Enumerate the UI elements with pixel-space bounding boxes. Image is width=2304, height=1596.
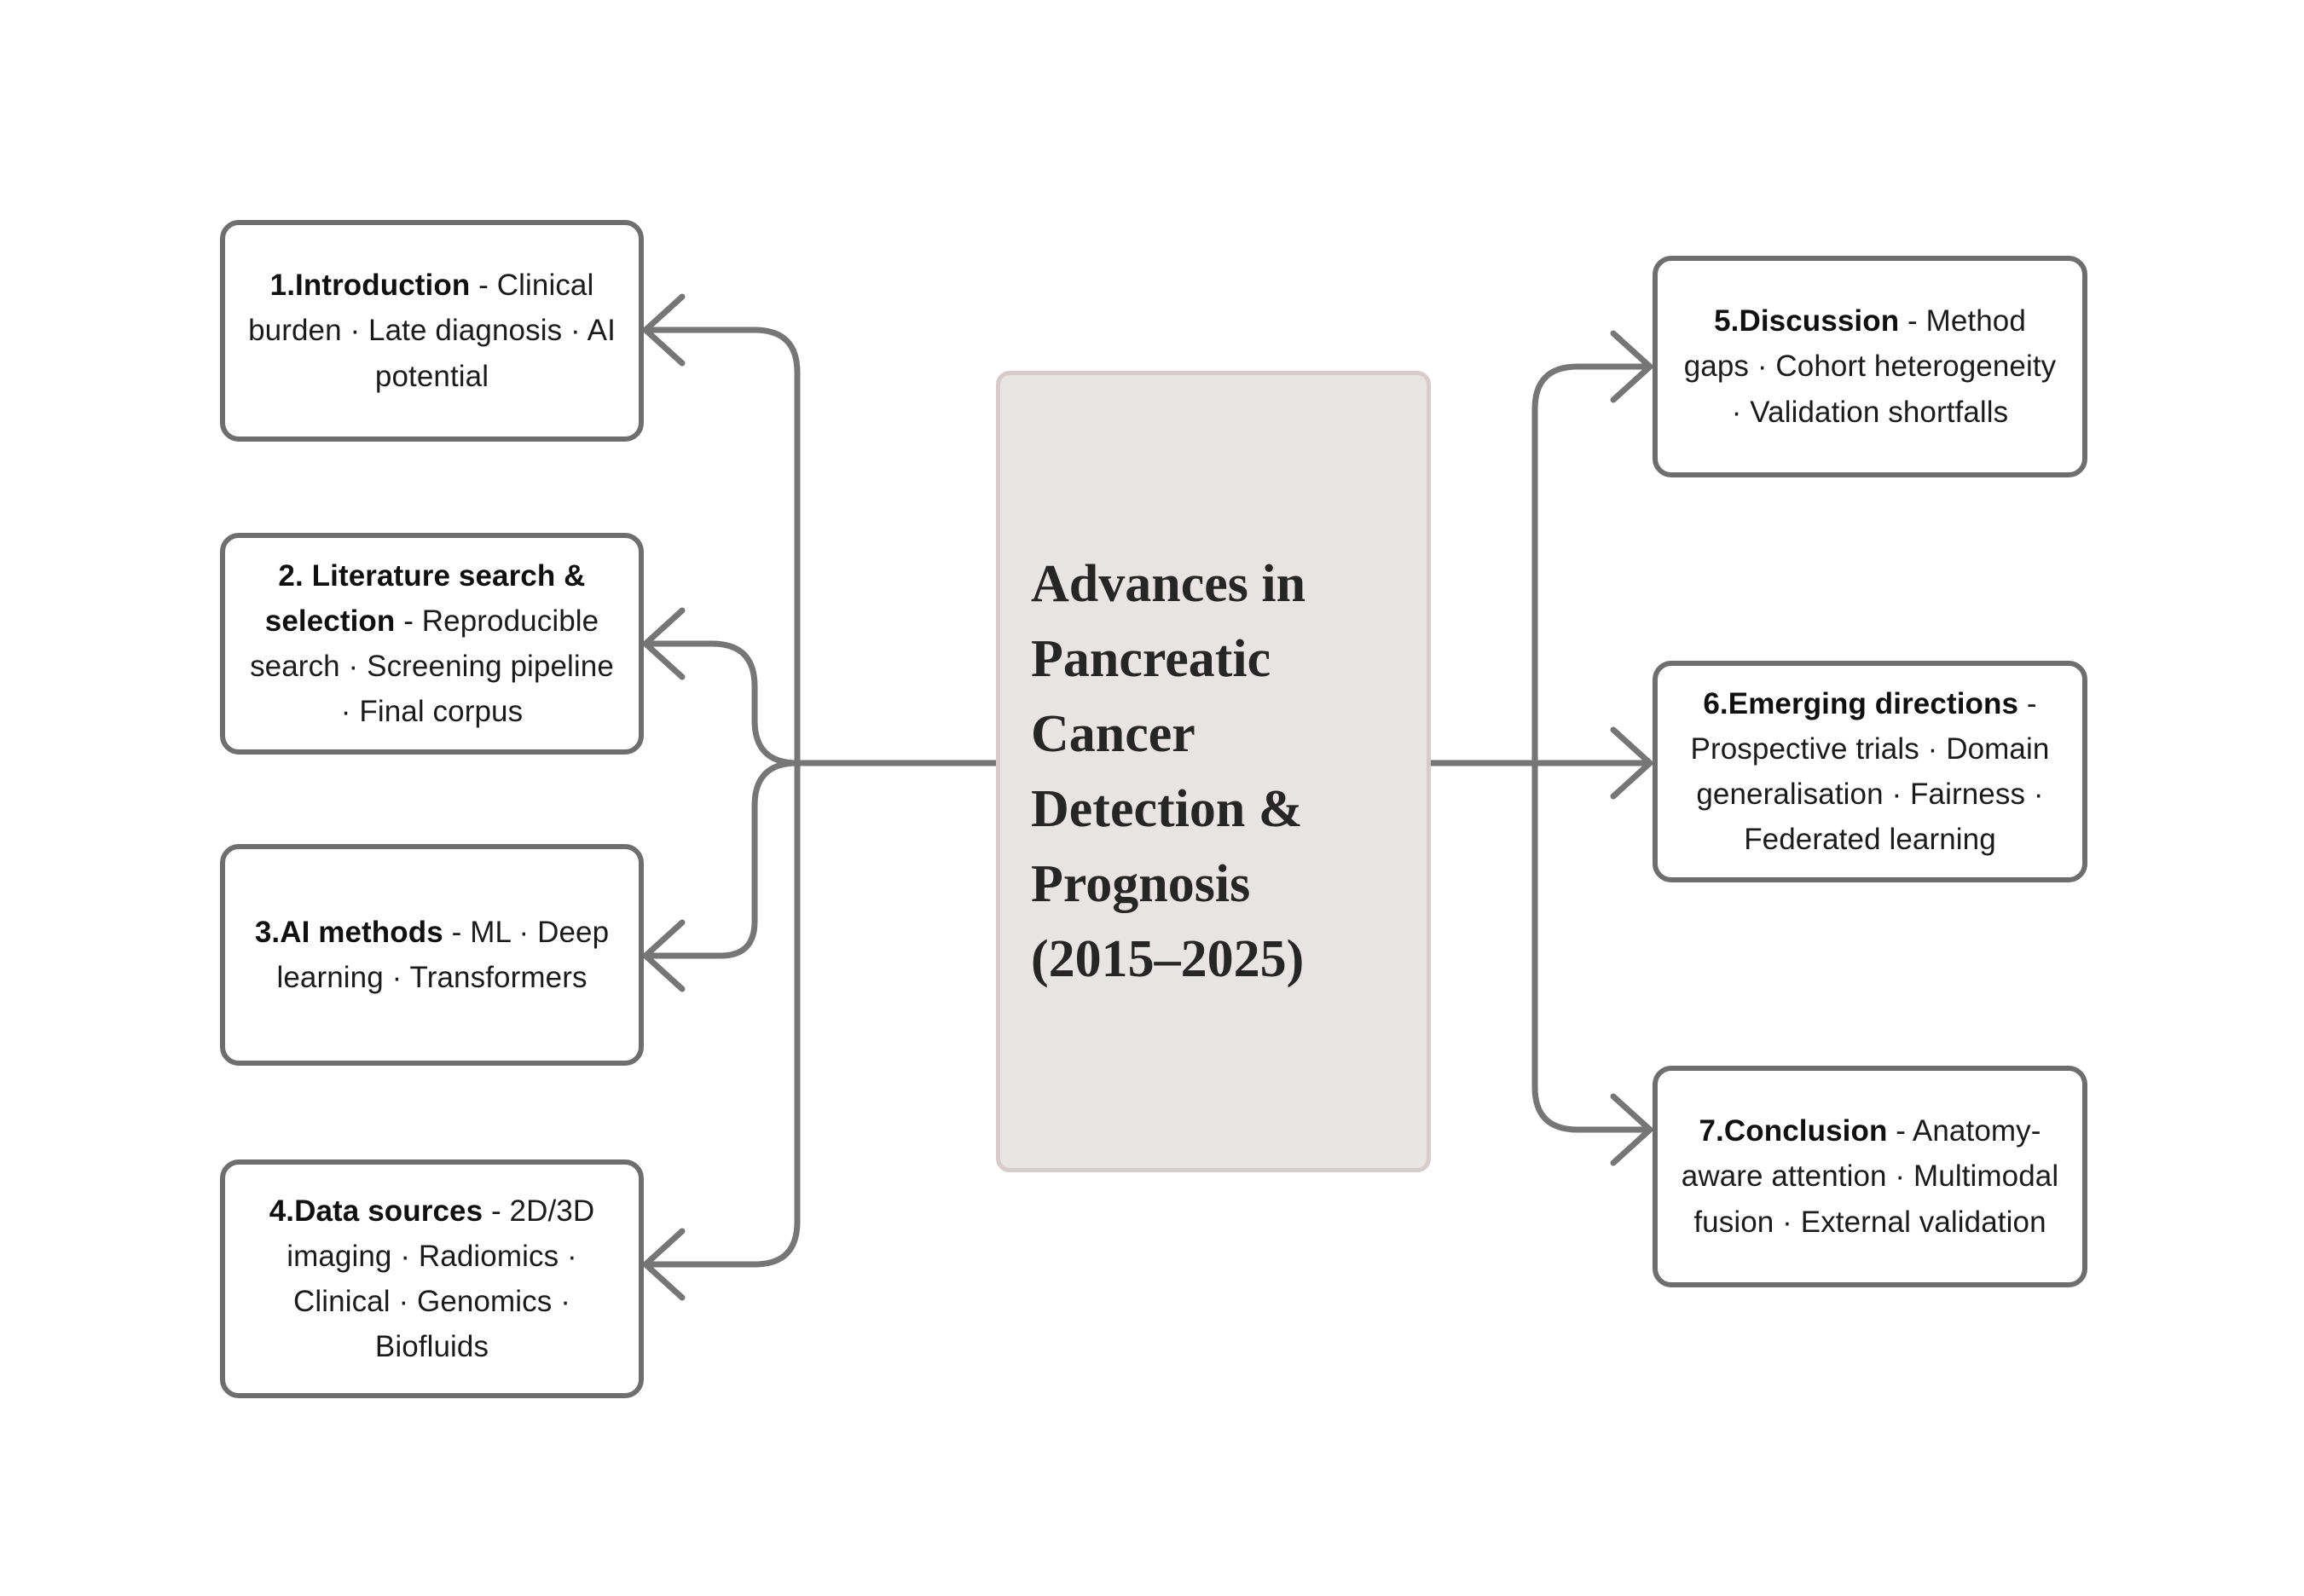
branch-node-3-heading: 3.AI methods	[254, 915, 443, 949]
arrowhead-node-7	[1610, 1093, 1653, 1166]
branch-node-6-emerging-directions[interactable]: 6.Emerging directions - Prospective tria…	[1653, 661, 2087, 882]
branch-node-3-ai-methods[interactable]: 3.AI methods - ML · Deep learning · Tran…	[220, 844, 644, 1066]
branch-node-7-separator: -	[1887, 1114, 1913, 1148]
arrowhead-node-1	[642, 293, 686, 367]
branch-node-5-discussion[interactable]: 5.Discussion - Method gaps · Cohort hete…	[1653, 256, 2087, 477]
branch-node-7-heading: 7.Conclusion	[1699, 1114, 1888, 1148]
branch-node-2-separator: -	[395, 604, 422, 638]
branch-node-4-heading: 4.Data sources	[269, 1194, 483, 1228]
branch-node-5-text: 5.Discussion - Method gaps · Cohort hete…	[1680, 298, 2060, 435]
branch-node-1-separator: -	[470, 269, 497, 303]
edge-center-to-node-2	[645, 640, 801, 766]
edge-center-to-node-5	[1531, 363, 1651, 766]
branch-node-7-text: 7.Conclusion - Anatomy-aware attention ·…	[1680, 1108, 2060, 1245]
arrowhead-node-6	[1610, 726, 1653, 800]
branch-node-6-separator: -	[2018, 686, 2037, 720]
branch-node-4-text: 4.Data sources - 2D/3D imaging · Radiomi…	[247, 1188, 617, 1370]
branch-node-3-text: 3.AI methods - ML · Deep learning · Tran…	[247, 910, 617, 1000]
arrowhead-node-3	[642, 919, 686, 992]
branch-node-1-introduction[interactable]: 1.Introduction - Clinical burden · Late …	[220, 220, 644, 442]
branch-node-6-heading: 6.Emerging directions	[1703, 686, 2019, 720]
branch-node-5-detail: Method gaps · Cohort heterogeneity · Val…	[1683, 304, 2057, 429]
edge-center-to-node-1	[645, 327, 801, 766]
branch-node-1-text: 1.Introduction - Clinical burden · Late …	[247, 263, 617, 399]
branch-node-2-literature-search[interactable]: 2. Literature search & selection - Repro…	[220, 533, 644, 755]
central-topic-title: Advances in Pancreatic Cancer Detection …	[1031, 554, 1306, 989]
branch-node-4-separator: -	[483, 1194, 510, 1228]
edge-center-to-node-3	[645, 760, 801, 959]
branch-node-3-separator: -	[443, 915, 471, 949]
edge-center-to-node-7	[1531, 760, 1651, 1133]
branch-node-2-heading: 2. Literature search & selection	[264, 558, 586, 638]
branch-node-2-detail: Reproducible search · Screening pipeline…	[250, 604, 614, 729]
branch-node-5-separator: -	[1899, 304, 1926, 338]
branch-node-7-conclusion[interactable]: 7.Conclusion - Anatomy-aware attention ·…	[1653, 1066, 2087, 1287]
arrowhead-node-5	[1610, 330, 1653, 403]
edge-center-to-node-4	[645, 760, 801, 1268]
branch-node-3-detail: ML · Deep learning · Transformers	[276, 915, 610, 994]
branch-node-7-detail: Anatomy-aware attention · Multimodal fus…	[1681, 1114, 2059, 1239]
branch-node-4-detail: 2D/3D imaging · Radiomics · Clinical · G…	[287, 1194, 595, 1364]
branch-node-1-detail: Clinical burden · Late diagnosis · AI po…	[248, 269, 616, 393]
branch-node-6-text: 6.Emerging directions - Prospective tria…	[1680, 681, 2060, 863]
branch-node-4-data-sources[interactable]: 4.Data sources - 2D/3D imaging · Radiomi…	[220, 1159, 644, 1398]
branch-node-2-text: 2. Literature search & selection - Repro…	[247, 553, 617, 735]
arrowhead-node-2	[642, 607, 686, 680]
branch-node-6-detail: Prospective trials · Domain generalisati…	[1690, 732, 2050, 857]
branch-node-1-heading: 1.Introduction	[269, 269, 471, 303]
arrowhead-node-4	[642, 1228, 686, 1301]
central-topic-node[interactable]: Advances in Pancreatic Cancer Detection …	[996, 371, 1431, 1172]
branch-node-5-heading: 5.Discussion	[1714, 304, 1900, 338]
